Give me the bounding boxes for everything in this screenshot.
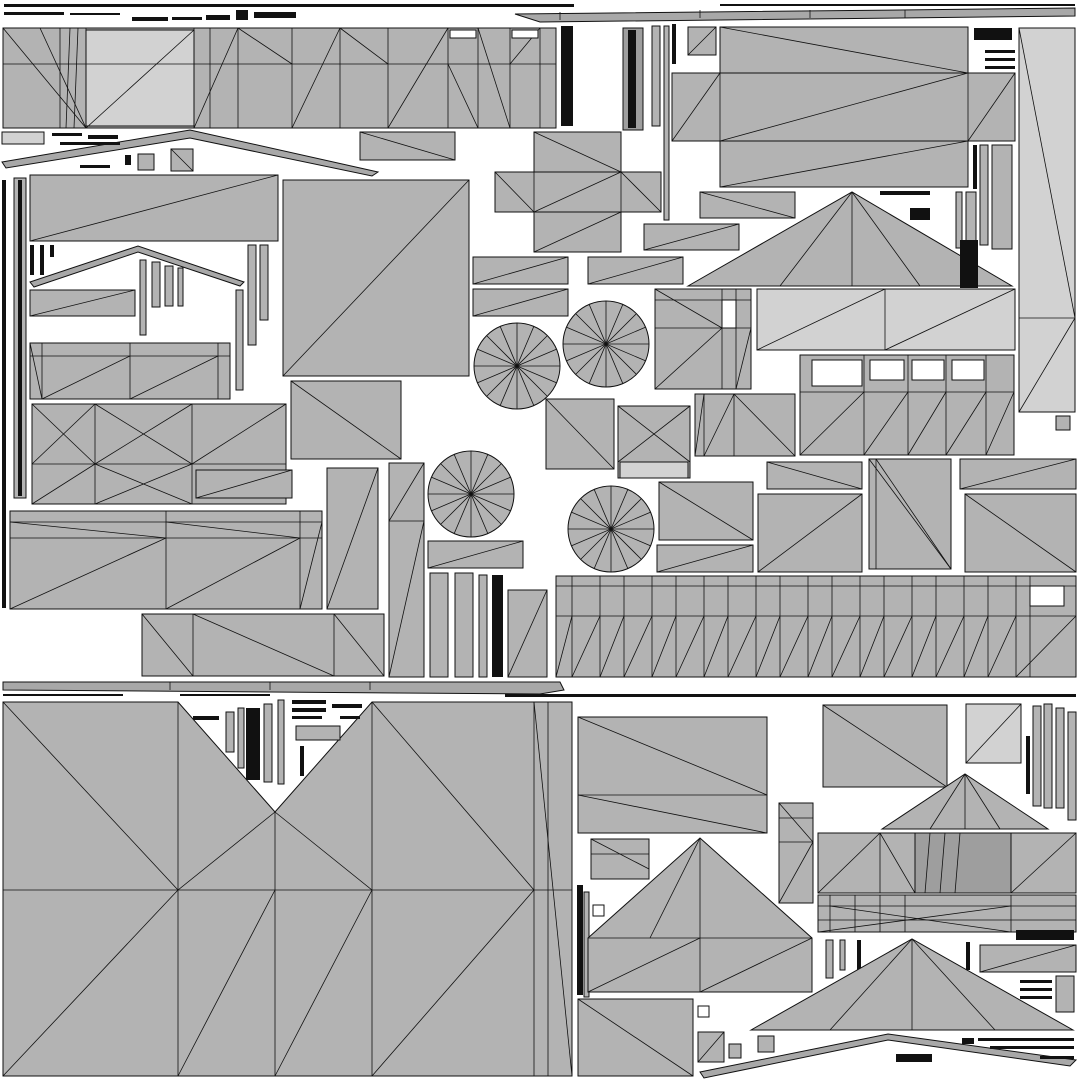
top-edge-strips xyxy=(4,4,1076,23)
panels-bottom-center xyxy=(577,716,814,1077)
panel-mid-left xyxy=(290,380,425,678)
roof-beam-left xyxy=(1,129,456,177)
roof-big-bottom-left xyxy=(2,701,573,1077)
panel-window-center xyxy=(654,288,752,390)
strip-far-right xyxy=(974,27,1076,431)
circle-fan-1 xyxy=(473,322,561,410)
divider-strip-middle xyxy=(2,681,1076,697)
gable-small xyxy=(29,244,269,391)
trim-vertical-center xyxy=(427,540,548,678)
wall-strip-top-left xyxy=(2,27,557,129)
panels-right-mid xyxy=(656,458,1077,573)
circle-fan-3 xyxy=(427,450,515,538)
roof-triangle-right xyxy=(686,144,1014,288)
panel-windows-wall xyxy=(799,354,1015,456)
panel-big-square xyxy=(282,179,470,377)
panel-bottom-left-mid xyxy=(141,613,385,677)
panel-light-right xyxy=(756,288,1016,351)
panels-center-small xyxy=(472,191,796,317)
panel-cross xyxy=(494,131,662,253)
panel-left-grid xyxy=(31,403,293,505)
panel-top-right xyxy=(671,26,1016,188)
circle-fan-2 xyxy=(562,300,650,388)
panels-center-mid xyxy=(545,393,796,479)
panel-long-left xyxy=(9,510,323,610)
wall-strip-mid-right xyxy=(555,575,1077,678)
panel-left-wide xyxy=(29,174,279,242)
trim-bottom-center xyxy=(193,699,710,1018)
circle-fan-4 xyxy=(567,485,655,573)
panel-left-framed xyxy=(29,342,231,400)
panels-bottom-right xyxy=(699,703,1078,1079)
trim-left-edge xyxy=(2,177,54,608)
trim-pieces-top xyxy=(561,24,717,221)
